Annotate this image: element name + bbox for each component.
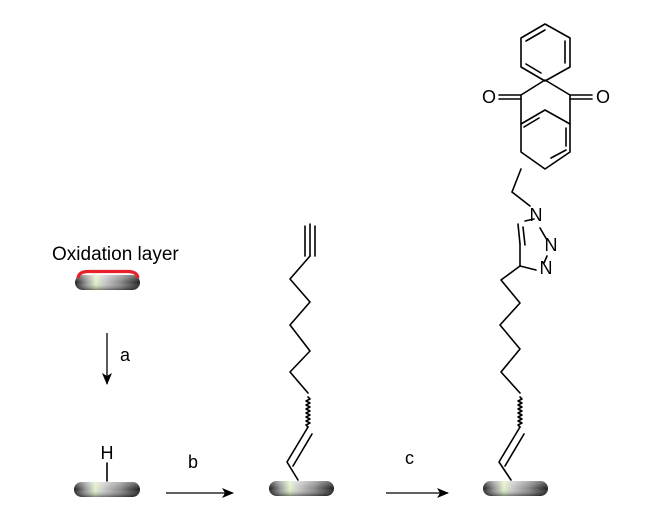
- step-b-label: b: [188, 452, 198, 472]
- alkyne-terminated-substrate: [269, 223, 334, 496]
- triazole-n2: N: [545, 235, 558, 255]
- step-a-label: a: [120, 345, 131, 365]
- oxidized-substrate: [75, 269, 140, 290]
- triazole-n3: N: [540, 258, 553, 278]
- carbonyl-oxygen-left: O: [482, 87, 496, 107]
- anthraquinone-functionalized-substrate: N N N O O: [482, 23, 610, 496]
- oxidation-layer-label: Oxidation layer: [52, 244, 179, 265]
- carbonyl-oxygen-right: O: [596, 87, 610, 107]
- h-terminated-substrate: H: [74, 443, 140, 497]
- step-c-label: c: [405, 448, 414, 468]
- oxidation-layer-highlight: [76, 269, 140, 279]
- hydrogen-atom: H: [101, 443, 114, 463]
- triazole-n1: N: [530, 205, 543, 225]
